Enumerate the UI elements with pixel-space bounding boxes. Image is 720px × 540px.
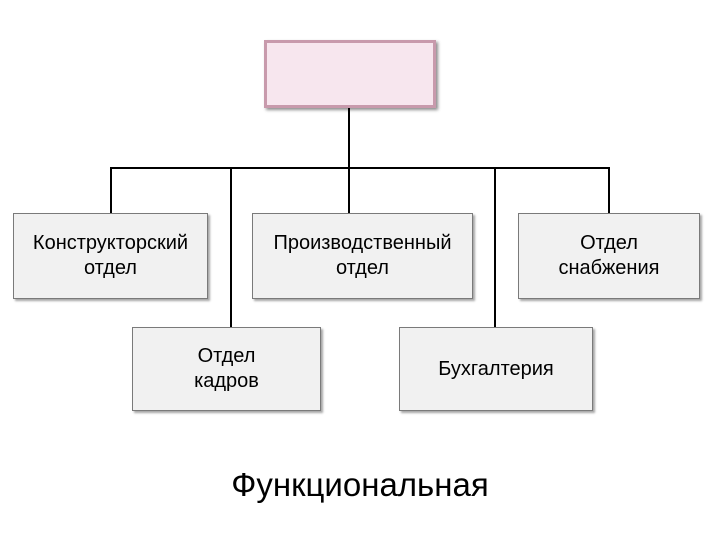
- connector-accounting: [494, 167, 496, 328]
- box-hr-department: Отдел кадров: [132, 327, 321, 411]
- connector-design: [110, 167, 112, 213]
- box-supply-department: Отдел снабжения: [518, 213, 700, 299]
- connector-horizontal-bus: [110, 167, 610, 169]
- box-production-department: Производственный отдел: [252, 213, 473, 299]
- connector-supply: [608, 167, 610, 213]
- connector-hr: [230, 167, 232, 328]
- box-design-department: Конструкторский отдел: [13, 213, 208, 299]
- diagram-caption: Функциональная: [231, 466, 489, 503]
- root-box: [264, 40, 436, 108]
- connector-production: [348, 167, 350, 213]
- connector-root-vertical: [348, 108, 350, 168]
- box-accounting: Бухгалтерия: [399, 327, 593, 411]
